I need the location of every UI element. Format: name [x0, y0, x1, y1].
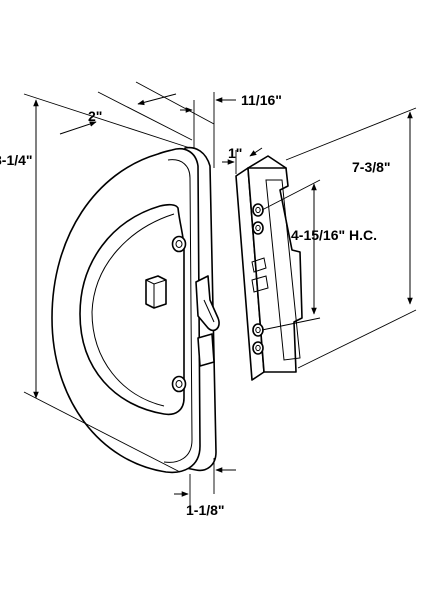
handle-opening-shade: [91, 213, 175, 407]
keeper-slot-1: [251, 257, 267, 273]
handle-grip-opening: [79, 203, 185, 416]
dim-hole-centers: [261, 179, 321, 331]
dim-keeper-depth: [222, 147, 263, 174]
bottom-screw-hole: [171, 375, 187, 393]
keeper-hole-1: [252, 203, 264, 217]
dim-handle-depth: [59, 81, 215, 141]
latch-block: [145, 275, 167, 309]
label-hole-centers: 4-15/16" H.C.: [291, 227, 377, 243]
label-overall-height: 8-1/4": [0, 152, 33, 168]
dim-plate-width: [180, 92, 236, 168]
handle-body: [51, 146, 220, 474]
label-base-width: 1-1/8": [186, 502, 225, 518]
keeper-hole-2: [252, 221, 264, 235]
keeper: [235, 155, 303, 381]
label-keeper-depth: 1": [228, 145, 242, 161]
dim-keeper-height: [285, 107, 417, 369]
label-plate-width: 11/16": [241, 92, 282, 108]
handle-grip-rim: [163, 159, 193, 463]
latch-hook: [195, 275, 220, 332]
label-handle-depth: 2": [88, 108, 102, 124]
keeper-hole-3: [252, 323, 264, 337]
keeper-hole-4: [252, 341, 264, 355]
label-keeper-height: 7-3/8": [352, 159, 391, 175]
keeper-slot-2: [251, 275, 269, 293]
dim-overall-height: [23, 93, 191, 473]
dim-base-width: [174, 458, 236, 506]
top-screw-hole: [171, 235, 187, 253]
latch-tab: [197, 333, 215, 367]
